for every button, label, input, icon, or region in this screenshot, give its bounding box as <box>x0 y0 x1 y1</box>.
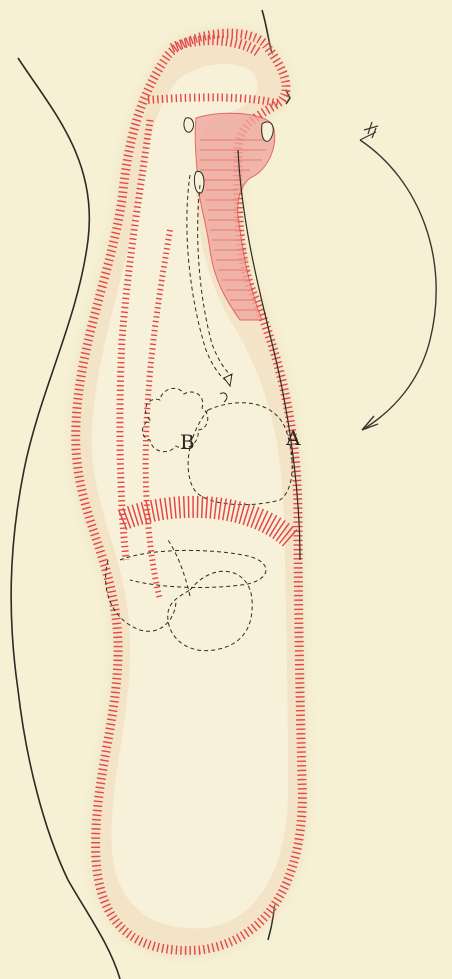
head-process-2 <box>184 118 194 132</box>
head-process-3 <box>194 171 204 193</box>
label-a: A <box>285 426 301 450</box>
label-b: B <box>180 430 195 454</box>
rotation-arrow-fletching <box>360 122 378 140</box>
rotation-arrow <box>360 140 436 430</box>
rotation-arrow-head <box>362 416 378 430</box>
